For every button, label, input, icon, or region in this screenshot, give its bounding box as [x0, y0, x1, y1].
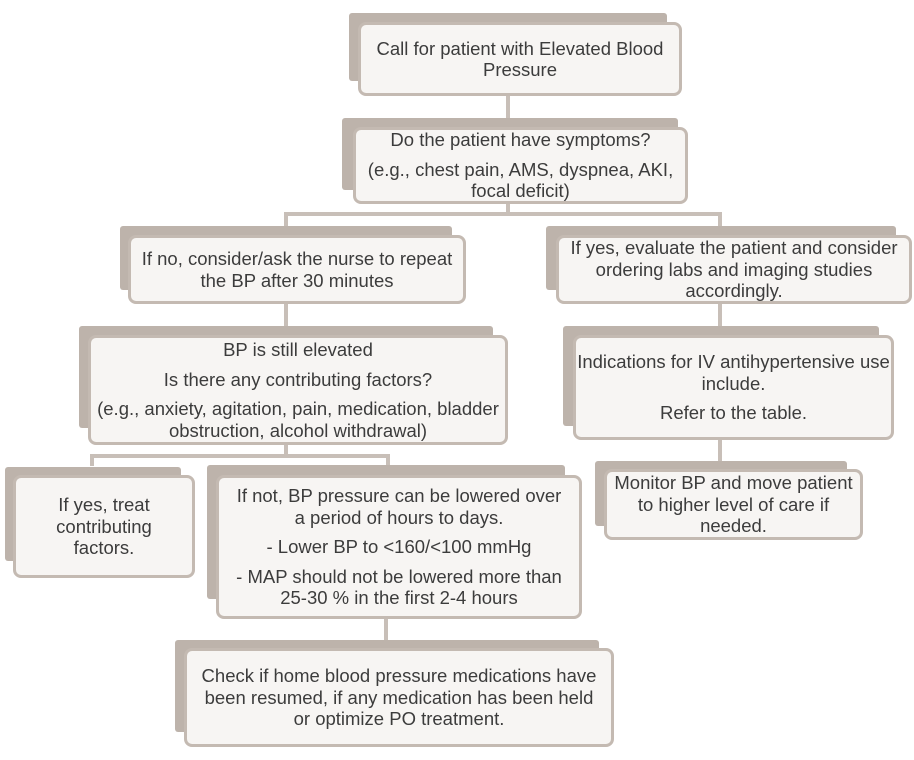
connector-symptoms-stem	[506, 203, 510, 213]
connector-iv-to-monitor	[718, 439, 722, 461]
start-node-text: Call for patient with Elevated Blood Pre…	[376, 37, 664, 81]
connector-elevated-right-drop	[386, 454, 390, 466]
symptoms-examples: (e.g., chest pain, AMS, dyspnea, AKI, fo…	[367, 158, 674, 202]
monitor-node: Monitor BP and move patient to higher le…	[604, 469, 863, 540]
connector-no-to-elevated	[284, 303, 288, 327]
yes-symptoms-node: If yes, evaluate the patient and conside…	[556, 235, 912, 304]
connector-elevated-stem	[284, 444, 288, 456]
treat-factors-text: If yes, treat contributing factors.	[56, 494, 152, 559]
home-meds-node: Check if home blood pressure medications…	[184, 648, 614, 747]
yes-symptoms-text: If yes, evaluate the patient and conside…	[570, 237, 898, 302]
connector-symptoms-branch	[284, 212, 722, 216]
monitor-text: Monitor BP and move patient to higher le…	[614, 472, 853, 537]
still-elevated-examples: (e.g., anxiety, agitation, pain, medicat…	[97, 398, 499, 441]
symptoms-question: Do the patient have symptoms?	[390, 129, 651, 151]
iv-indications-refer: Refer to the table.	[659, 402, 808, 424]
treat-factors-node: If yes, treat contributing factors.	[13, 475, 195, 578]
connector-start-to-symptoms	[506, 94, 510, 120]
start-node: Call for patient with Elevated Blood Pre…	[358, 22, 682, 96]
home-meds-text: Check if home blood pressure medications…	[201, 665, 597, 730]
lower-bp-text: If not, BP pressure can be lowered over …	[236, 485, 562, 528]
still-elevated-heading: BP is still elevated	[223, 339, 373, 360]
connector-branch-left-drop	[284, 212, 288, 226]
iv-indications-node: Indications for IV antihypertensive use …	[573, 335, 894, 440]
connector-elevated-branch	[90, 454, 390, 458]
lower-bp-target: - Lower BP to <160/<100 mmHg	[266, 536, 532, 558]
still-elevated-node: BP is still elevated Is there any contri…	[88, 335, 508, 445]
connector-yes-to-iv	[718, 303, 722, 327]
lower-bp-node: If not, BP pressure can be lowered over …	[216, 475, 582, 619]
still-elevated-question: Is there any contributing factors?	[163, 368, 433, 390]
symptoms-node: Do the patient have symptoms? (e.g., che…	[353, 127, 688, 204]
connector-lower-to-home	[384, 618, 388, 640]
lower-bp-map-limit: - MAP should not be lowered more than 25…	[236, 565, 562, 609]
iv-indications-text: Indications for IV antihypertensive use …	[577, 351, 890, 394]
no-symptoms-text: If no, consider/ask the nurse to repeat …	[141, 248, 453, 291]
no-symptoms-node: If no, consider/ask the nurse to repeat …	[128, 235, 466, 304]
connector-elevated-left-drop	[90, 454, 94, 466]
connector-branch-right-drop	[718, 212, 722, 226]
